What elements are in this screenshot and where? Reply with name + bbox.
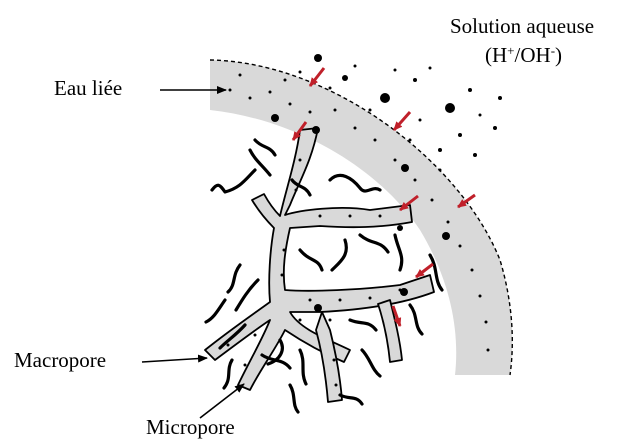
ion-h: H: [492, 43, 507, 67]
ions-label: (H+/OH-): [485, 45, 562, 66]
macropore-pointer: [142, 358, 207, 362]
ion-h-charge: +: [507, 43, 514, 58]
solution-label: Solution aqueuse: [450, 16, 594, 37]
micropore-pointer: [200, 384, 244, 418]
ion-separator: /OH: [515, 43, 551, 67]
ions-close: ): [555, 43, 562, 67]
micropore-label: Micropore: [146, 417, 235, 438]
ions-open: (: [485, 43, 492, 67]
eau-liee-label: Eau liée: [54, 78, 122, 99]
macropore-label: Macropore: [14, 350, 106, 371]
